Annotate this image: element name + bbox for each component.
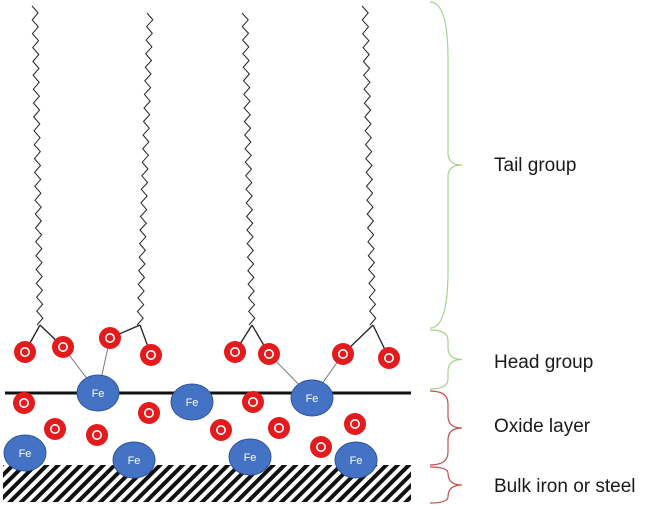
iron-atom: Fe: [228, 438, 272, 476]
head-group-label: Head group: [494, 352, 594, 373]
oxide-layer-brace: [429, 390, 463, 466]
iron-atom: Fe: [3, 434, 47, 472]
iron-symbol: Fe: [19, 448, 32, 460]
alkyl-chain-3: [241, 12, 256, 326]
alkyl-chain-4: [361, 5, 377, 326]
oxygen-atom: [13, 392, 35, 414]
oxygen-atom: [310, 436, 332, 458]
oxygen-atom: [258, 343, 280, 365]
alkyl-chain-1: [31, 5, 44, 326]
oxygen-atom: [140, 344, 162, 366]
oxygen-atom: [210, 419, 232, 441]
iron-symbol: Fe: [128, 455, 141, 467]
iron-symbol: Fe: [306, 393, 319, 405]
braces: [429, 1, 463, 504]
oxygen-atom: [224, 341, 246, 363]
iron-symbol: Fe: [186, 397, 199, 409]
iron-atom: Fe: [290, 379, 334, 417]
alkyl-chains: [24, 5, 390, 359]
tail-group-brace: [429, 1, 463, 329]
iron-symbol: Fe: [92, 388, 105, 400]
iron-symbol: Fe: [244, 452, 257, 464]
bulk-brace: [429, 466, 463, 504]
iron-atom: Fe: [170, 383, 214, 421]
oxygen-atom: [378, 347, 400, 369]
oxygen-atom: [138, 402, 160, 424]
oxygen-atom: [86, 424, 108, 446]
oxide-layer-label: Oxide layer: [494, 416, 591, 437]
oxygen-atom: [332, 343, 354, 365]
head-group-brace: [429, 329, 463, 390]
iron-atom: Fe: [334, 441, 378, 479]
oxygen-atom: [344, 413, 366, 435]
iron-symbol: Fe: [350, 455, 363, 467]
iron-atom: Fe: [112, 441, 156, 479]
oxygen-atom: [52, 336, 74, 358]
oxygen-atom: [99, 327, 121, 349]
oxygen-atom: [268, 417, 290, 439]
oxygen-atom: [242, 391, 264, 413]
tail-group-label: Tail group: [494, 155, 577, 176]
alkyl-chain-2: [136, 12, 154, 326]
oxygen-atom: [44, 418, 66, 440]
bulk-metal-label: Bulk iron or steel: [494, 476, 636, 497]
oxygen-atom: [14, 341, 36, 363]
iron-atom: Fe: [76, 374, 120, 412]
